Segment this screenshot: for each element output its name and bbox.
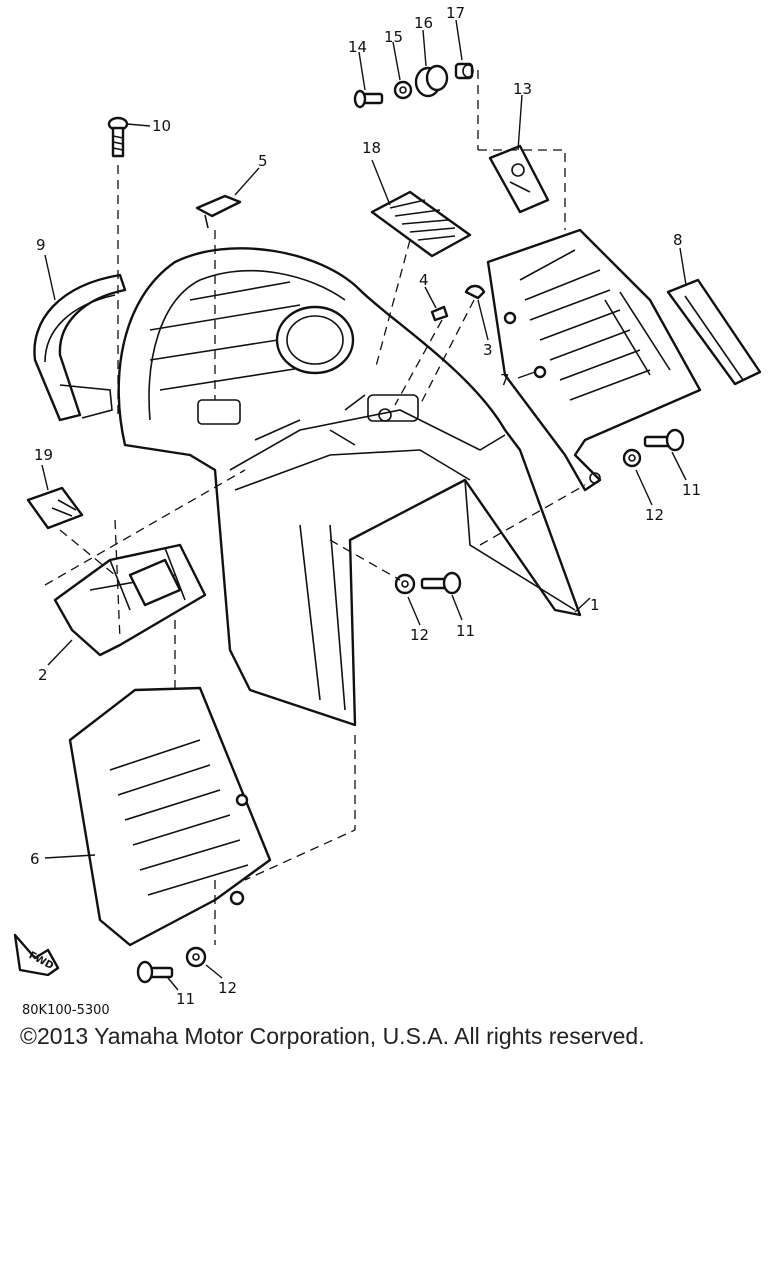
parts-diagram: FWD 1 2 3 4 5 6 7 8 9 10 11 11 11 12 1 (13, 4, 762, 1008)
callout-7: 7 (500, 371, 510, 389)
clip-5 (195, 194, 242, 229)
assembly-lines (44, 70, 586, 945)
grommet-16 (414, 64, 449, 98)
clip-4 (430, 305, 449, 322)
callout-9: 9 (36, 236, 46, 254)
callout-15: 15 (384, 28, 403, 46)
bolt-11-right (643, 428, 685, 452)
callout-1: 1 (590, 596, 600, 614)
screw-10 (107, 116, 129, 158)
tag-19 (26, 486, 84, 530)
callout-19: 19 (34, 446, 53, 464)
callout-6: 6 (30, 850, 40, 868)
callout-12-center: 12 (410, 626, 429, 644)
callout-16: 16 (414, 14, 433, 32)
bolt-14 (353, 89, 384, 109)
callout-4: 4 (419, 271, 429, 289)
lock-bracket-13 (488, 144, 550, 214)
washer-12-lower (185, 946, 207, 968)
front-cowl-part (117, 247, 582, 727)
label-plate-18 (370, 190, 472, 258)
pin-3 (464, 284, 486, 300)
callout-11-center: 11 (456, 622, 475, 640)
washer-12-center (394, 573, 416, 595)
leader-lines (41, 19, 687, 991)
callout-5: 5 (258, 152, 268, 170)
callout-14: 14 (348, 38, 367, 56)
callout-10: 10 (152, 117, 171, 135)
callout-12-right: 12 (645, 506, 664, 524)
collar-17 (454, 62, 474, 80)
callout-3: 3 (483, 341, 493, 359)
filter-sheet-8 (666, 278, 762, 386)
callout-11-lower: 11 (176, 990, 195, 1008)
callout-13: 13 (513, 80, 532, 98)
callout-2: 2 (38, 666, 48, 684)
curved-trim-part (33, 273, 127, 422)
callout-11-right: 11 (682, 481, 701, 499)
callout-18: 18 (362, 139, 381, 157)
drawing-code: 80K100-5300 (22, 1003, 110, 1018)
bolt-11-center (420, 571, 462, 595)
left-louver-panel-6 (68, 686, 272, 947)
washer-12-right (622, 448, 642, 468)
bolt-11-lower (136, 960, 174, 984)
callout-8: 8 (673, 231, 683, 249)
callout-17: 17 (446, 4, 465, 22)
right-louver-panel-7 (486, 228, 702, 492)
bracket-cover-2 (53, 543, 207, 657)
forward-direction-arrow-icon: FWD (13, 933, 60, 977)
washer-15 (393, 80, 413, 100)
copyright-notice: ©2013 Yamaha Motor Corporation, U.S.A. A… (20, 1023, 645, 1049)
callout-12-lower: 12 (218, 979, 237, 997)
